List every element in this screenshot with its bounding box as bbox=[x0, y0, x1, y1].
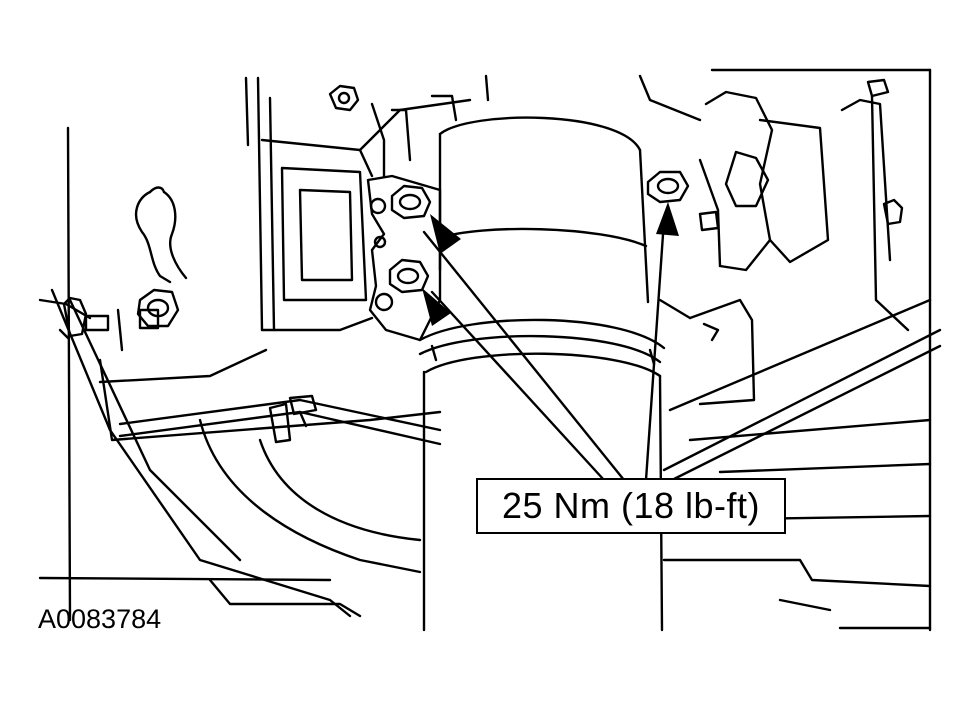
frame-bolts bbox=[62, 288, 180, 338]
flange-nuts bbox=[388, 170, 690, 294]
arrow-lower-left-nut bbox=[422, 288, 451, 326]
figure-id-label: A0083784 bbox=[38, 604, 162, 634]
exhaust-hanger bbox=[134, 186, 188, 284]
transmission-housing bbox=[256, 74, 910, 406]
arrow-upper-left-nut bbox=[430, 214, 461, 254]
exhaust-pipe bbox=[418, 116, 666, 632]
fuel-lines bbox=[118, 298, 942, 486]
housing-fasteners bbox=[328, 78, 904, 232]
arrowheads bbox=[422, 202, 679, 326]
torque-spec-label: 25 Nm (18 lb-ft) bbox=[501, 485, 761, 526]
exhaust-flange bbox=[366, 174, 442, 342]
leader-lines bbox=[422, 218, 666, 482]
arrow-right-nut bbox=[656, 202, 679, 236]
frame-rail bbox=[38, 288, 442, 618]
torque-callout-box: 25 Nm (18 lb-ft) bbox=[476, 478, 786, 534]
